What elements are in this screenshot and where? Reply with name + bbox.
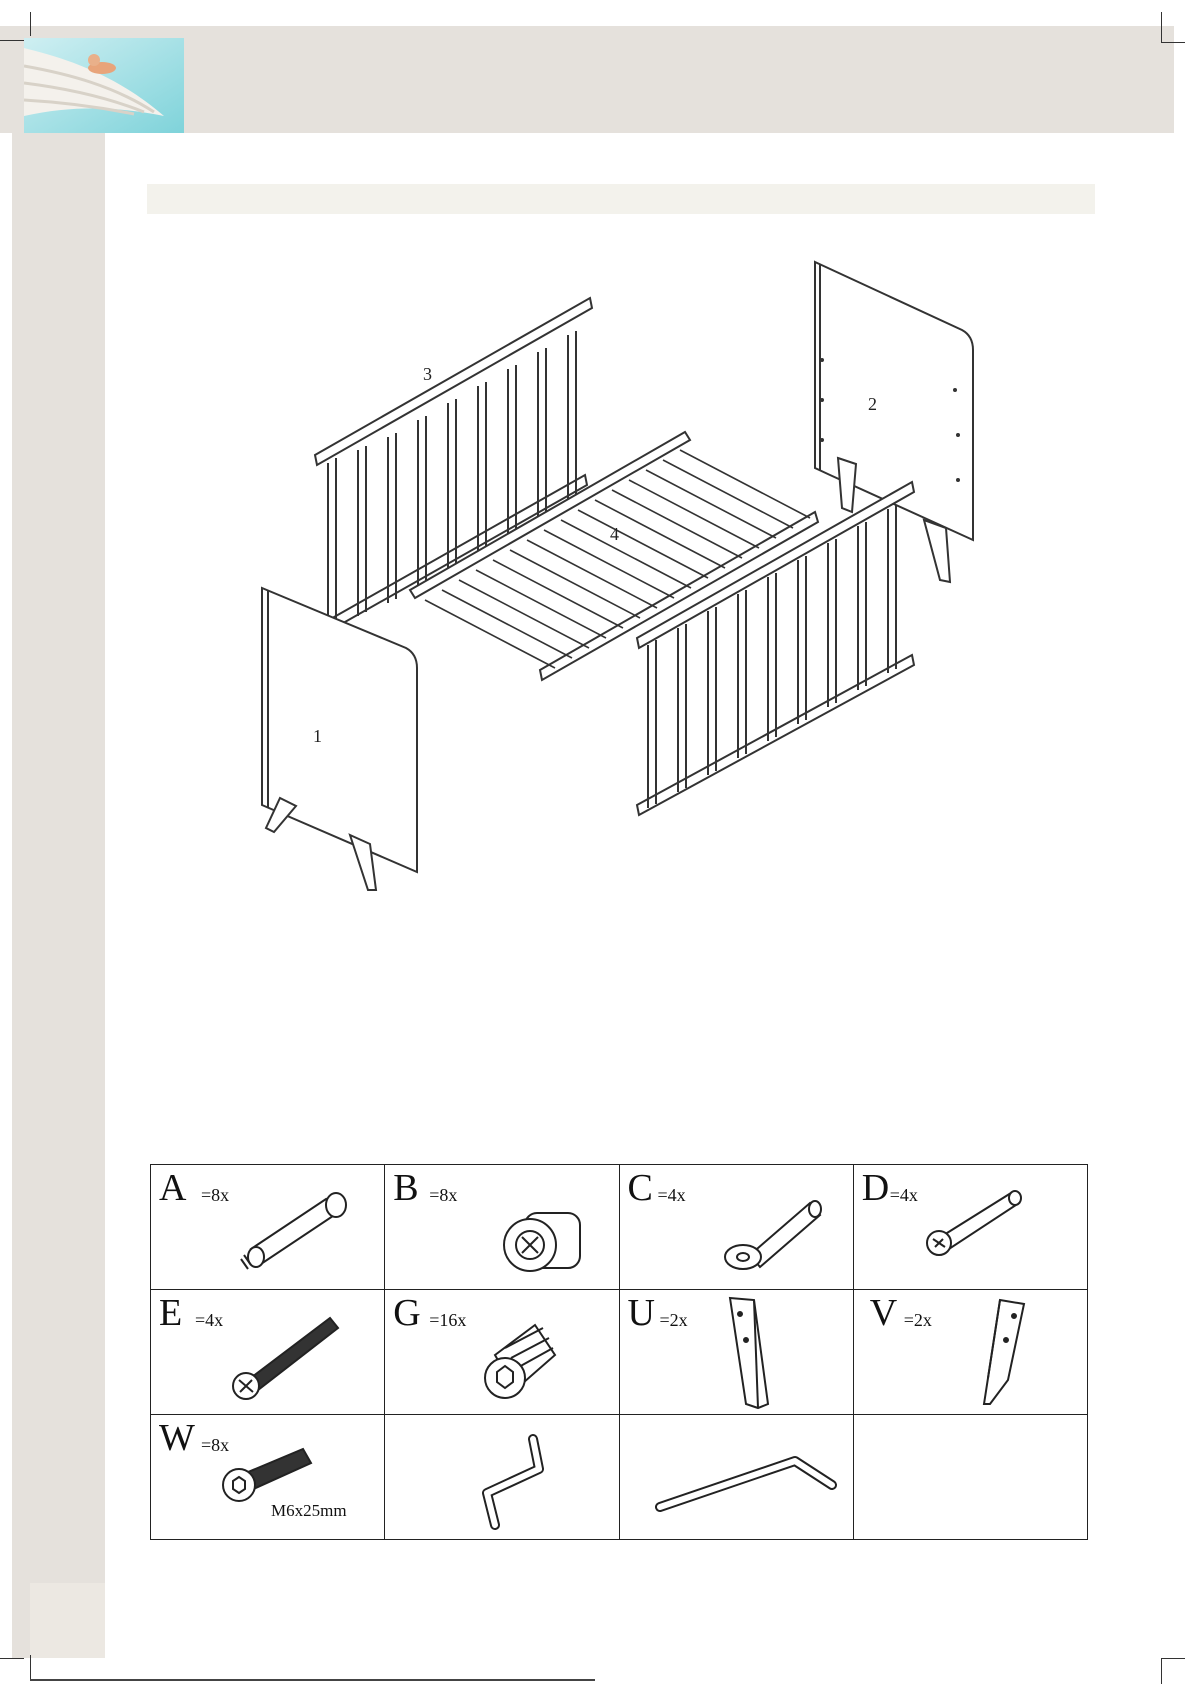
bottom-rule (30, 1679, 595, 1681)
side-rail-front (637, 482, 914, 815)
long-bolt-icon (226, 1310, 346, 1410)
section-title-bar (147, 184, 1095, 214)
crop-mark (1161, 1658, 1185, 1659)
crop-mark (1161, 42, 1185, 43)
part-cell-a: A =8x (151, 1165, 385, 1290)
crib-assembly-diagram: 3 2 4 (240, 250, 980, 910)
part-count: =2x (660, 1310, 688, 1331)
part-count: =8x (201, 1185, 229, 1206)
part-letter: U (628, 1294, 655, 1332)
side-rail-back (315, 298, 592, 635)
side-band (12, 26, 105, 1658)
part-cell-d: D =4x (853, 1165, 1087, 1290)
threaded-insert-icon (475, 1310, 565, 1410)
part-cell-e: E =4x (151, 1290, 385, 1415)
page-tab (30, 1583, 105, 1658)
crop-mark (0, 40, 24, 41)
crop-mark (1161, 12, 1162, 42)
part-count: =16x (429, 1310, 466, 1331)
part-spec: M6x25mm (271, 1501, 347, 1521)
crop-mark (1161, 1658, 1162, 1684)
part-count: =4x (658, 1185, 686, 1206)
cam-lock-nut-icon (500, 1205, 590, 1285)
label-1: 1 (313, 726, 322, 746)
leg-bracket-icon (720, 1294, 800, 1414)
mattress-base (410, 432, 818, 680)
allen-key-icon (650, 1449, 840, 1519)
part-count: =4x (195, 1310, 223, 1331)
part-letter: A (159, 1169, 186, 1207)
part-letter: W (159, 1419, 195, 1457)
part-cell-w: W =8x M6x25mm (151, 1415, 385, 1540)
crop-mark (0, 1658, 24, 1659)
cam-bolt-icon (236, 1179, 366, 1279)
part-cell-c: C =4x (619, 1165, 853, 1290)
end-panel-front (262, 588, 417, 890)
hardware-parts-table: A =8x B =8x C =4x (150, 1164, 1088, 1540)
part-cell-v: V =2x (853, 1290, 1087, 1415)
allen-key-crank-icon (465, 1429, 575, 1534)
part-count: =8x (429, 1185, 457, 1206)
part-letter: V (870, 1294, 897, 1332)
part-cell-g: G =16x (385, 1290, 619, 1415)
label-2: 2 (868, 394, 877, 414)
part-letter: C (628, 1169, 653, 1207)
part-cell-u: U =2x (619, 1290, 853, 1415)
brand-logo-image (24, 38, 184, 133)
part-cell-allen-key (619, 1415, 853, 1540)
crop-mark (30, 12, 31, 36)
part-letter: G (393, 1294, 420, 1332)
dowel-pin-icon (715, 1185, 825, 1280)
round-head-pin-icon (919, 1183, 1029, 1263)
leg-bracket-icon (964, 1296, 1044, 1414)
part-cell-empty (853, 1415, 1087, 1540)
part-count: =2x (904, 1310, 932, 1331)
label-3: 3 (423, 364, 432, 384)
part-letter: E (159, 1294, 182, 1332)
part-cell-crank-key (385, 1415, 619, 1540)
part-letter: B (393, 1169, 418, 1207)
part-cell-b: B =8x (385, 1165, 619, 1290)
part-letter: D (862, 1169, 889, 1207)
part-count: =4x (890, 1185, 918, 1206)
crop-mark (30, 1655, 31, 1681)
label-4: 4 (610, 524, 619, 544)
